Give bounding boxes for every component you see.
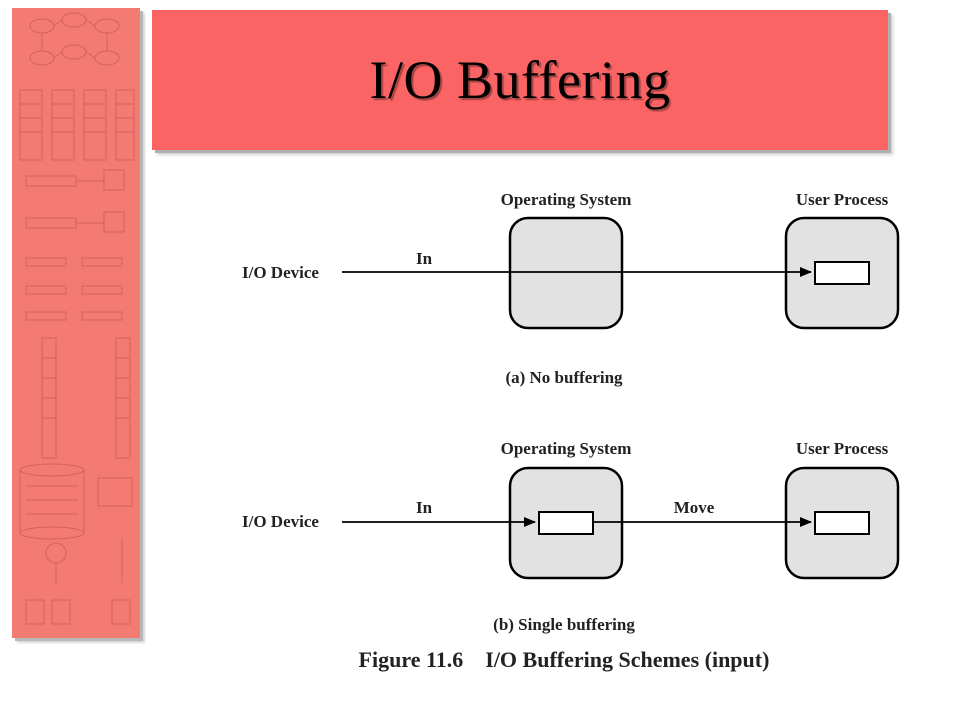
user-process-label-b: User Process (796, 439, 889, 458)
user-buffer-a (814, 261, 870, 285)
os-buffer-b (538, 511, 594, 535)
os-box-a (508, 216, 624, 330)
slide-title: I/O Buffering (369, 50, 671, 110)
panel-no-buffering: Operating System User Process I/O Device… (242, 190, 900, 387)
sidebar-faded-figures (19, 12, 135, 625)
figure-caption: Figure 11.6 I/O Buffering Schemes (input… (359, 647, 770, 672)
title-banner: I/O Buffering (152, 10, 888, 150)
panel-single-buffering: Operating System User Process I/O Device… (242, 439, 900, 634)
io-device-label-b: I/O Device (242, 512, 319, 531)
sidebar-decoration (12, 8, 140, 638)
in-label-b: In (416, 498, 433, 517)
os-label-a: Operating System (501, 190, 632, 209)
caption-a: (a) No buffering (505, 368, 623, 387)
in-label-a: In (416, 249, 433, 268)
caption-b: (b) Single buffering (493, 615, 635, 634)
os-label-b: Operating System (501, 439, 632, 458)
io-device-label-a: I/O Device (242, 263, 319, 282)
user-buffer-b (814, 511, 870, 535)
move-label-b: Move (674, 498, 715, 517)
user-process-label-a: User Process (796, 190, 889, 209)
